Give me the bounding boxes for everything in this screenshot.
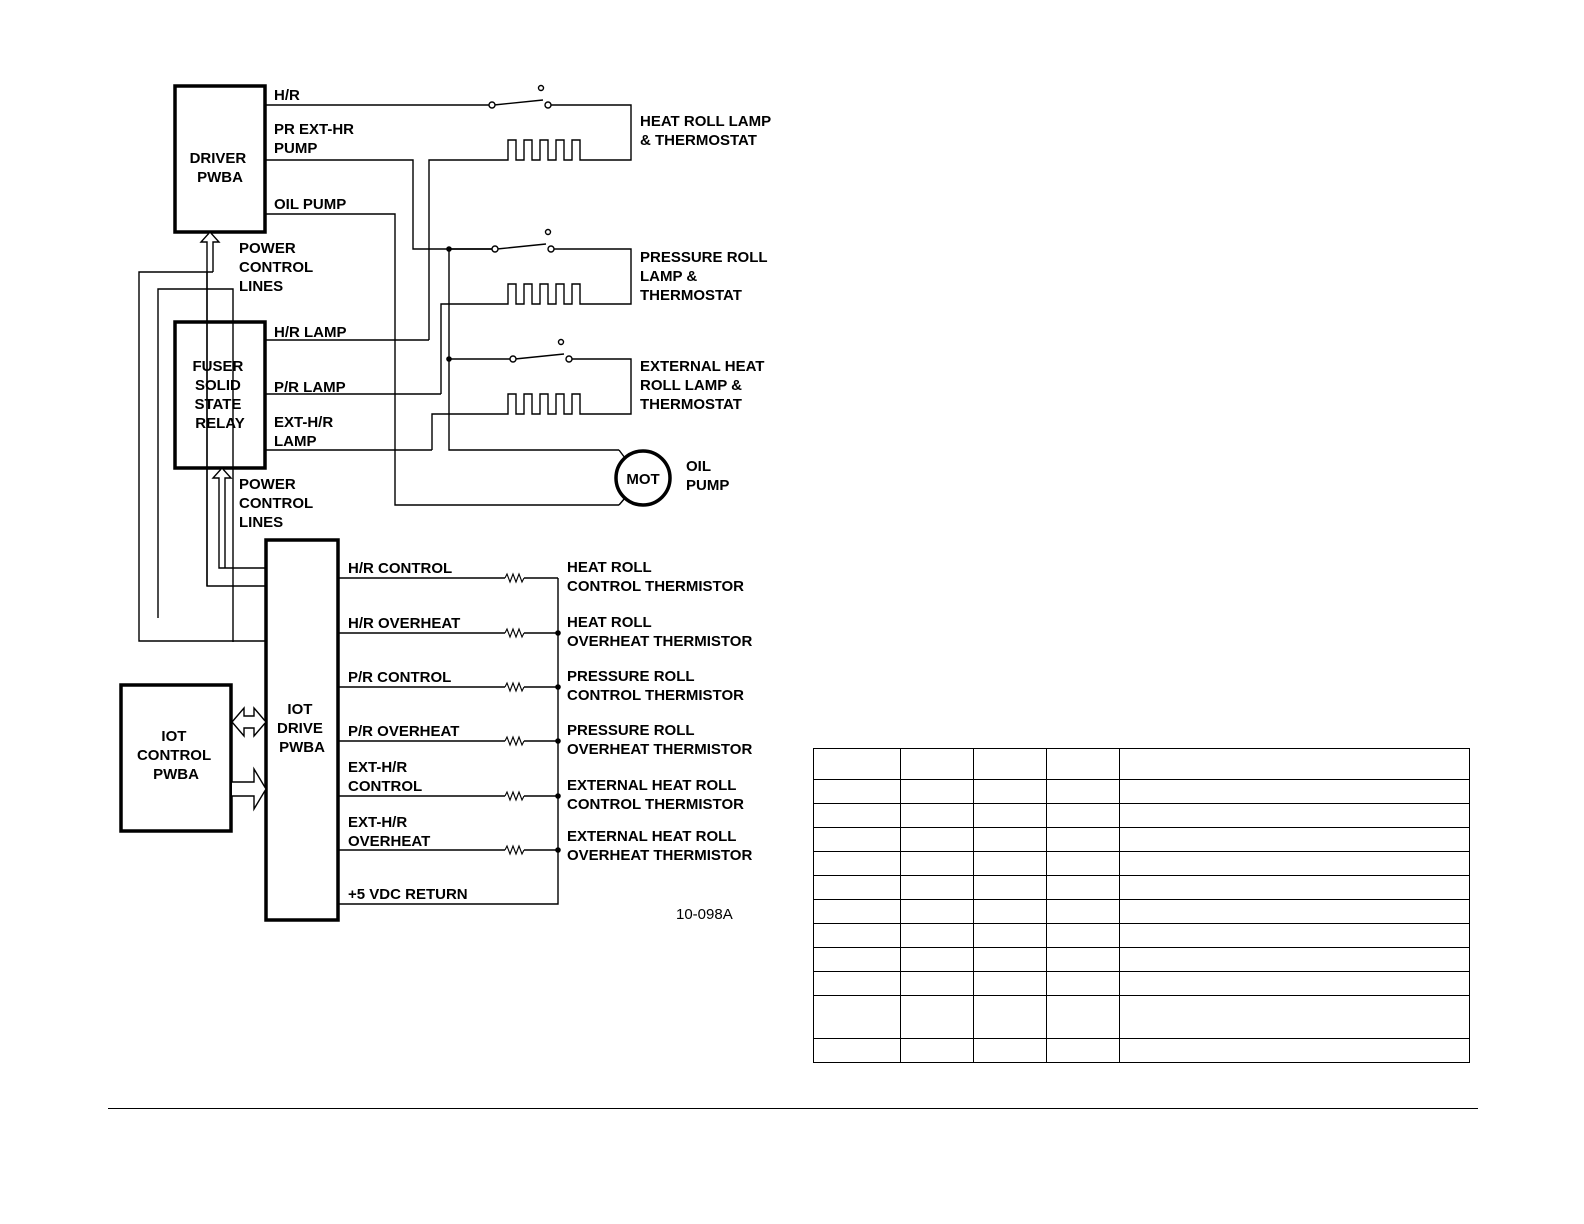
pr-ext-hr-pump-label: PR EXT-HR PUMP bbox=[274, 121, 358, 157]
sensor-line-label-hr-control: H/R CONTROL bbox=[348, 560, 452, 577]
return-line-label: +5 VDC RETURN bbox=[348, 886, 468, 903]
table-row bbox=[813, 995, 1470, 1039]
hr-wire bbox=[265, 104, 632, 161]
sensor-line-label-pr-control: P/R CONTROL bbox=[348, 669, 451, 686]
table-row bbox=[813, 851, 1470, 876]
iot-drive-pwba-label: IOT DRIVE PWBA bbox=[277, 701, 327, 756]
thermistor-label-ext-hr-overheat: EXTERNAL HEAT ROLL OVERHEAT THERMISTOR bbox=[567, 828, 752, 864]
external-heat-roll-heater bbox=[501, 393, 593, 415]
hr-lamp-label: H/R LAMP bbox=[274, 324, 347, 341]
motor-label: MOT bbox=[626, 471, 659, 488]
thermistor-label-pr-overheat: PRESSURE ROLL OVERHEAT THERMISTOR bbox=[567, 722, 752, 758]
oil-pump-wire bbox=[265, 213, 619, 506]
sensor-wires bbox=[338, 573, 561, 905]
sensor-line-label-pr-overheat: P/R OVERHEAT bbox=[348, 723, 459, 740]
heat-roll-load-label: HEAT ROLL LAMP & THERMOSTAT bbox=[640, 113, 775, 149]
table-row bbox=[813, 803, 1470, 828]
thermistor-label-hr-overheat: HEAT ROLL OVERHEAT THERMISTOR bbox=[567, 614, 752, 650]
heat-roll-lamp-heater bbox=[501, 139, 593, 161]
thermistor-label-ext-hr-control: EXTERNAL HEAT ROLL CONTROL THERMISTOR bbox=[567, 777, 744, 813]
pressure-roll-heater bbox=[501, 283, 593, 305]
bidirectional-bus-arrow bbox=[231, 706, 267, 738]
fuser-ssr-box bbox=[173, 320, 267, 470]
power-control-arrow-driver bbox=[200, 231, 220, 273]
figure-id: 10-098A bbox=[676, 906, 733, 923]
table-row bbox=[813, 1038, 1470, 1063]
oil-pump-output-label: OIL PUMP bbox=[274, 196, 346, 213]
sensor-line-label-hr-overheat: H/R OVERHEAT bbox=[348, 615, 460, 632]
table-row bbox=[813, 875, 1470, 900]
power-control-lines-label-2: POWER CONTROL LINES bbox=[239, 476, 317, 531]
pressure-roll-load-label: PRESSURE ROLL LAMP & THERMOSTAT bbox=[640, 249, 771, 304]
blank-table bbox=[813, 748, 1470, 1063]
table-row bbox=[813, 779, 1470, 804]
sensor-line-label-ext-hr-control: EXT-H/R CONTROL bbox=[348, 759, 422, 795]
thermistor-label-pr-control: PRESSURE ROLL CONTROL THERMISTOR bbox=[567, 668, 744, 704]
control-bus-arrow bbox=[232, 766, 267, 812]
oil-pump-motor bbox=[614, 449, 672, 507]
driver-pwba-label: DRIVER PWBA bbox=[190, 150, 251, 186]
table-row bbox=[813, 947, 1470, 972]
external-heat-roll-load-label: EXTERNAL HEAT ROLL LAMP & THERMOSTAT bbox=[640, 358, 769, 413]
table-row bbox=[813, 827, 1470, 852]
iot-control-pwba-label: IOT CONTROL PWBA bbox=[137, 728, 215, 783]
thermistor-label-hr-control: HEAT ROLL CONTROL THERMISTOR bbox=[567, 559, 744, 595]
power-control-lines-label-1: POWER CONTROL LINES bbox=[239, 240, 317, 295]
table-row bbox=[813, 971, 1470, 996]
hr-label: H/R bbox=[274, 87, 300, 104]
power-control-arrow-relay bbox=[212, 467, 232, 509]
table-row bbox=[813, 923, 1470, 948]
iot-control-pwba-box bbox=[119, 683, 233, 833]
ext-hr-lamp-label: EXT-H/R LAMP bbox=[274, 414, 337, 450]
table-row bbox=[813, 748, 1470, 780]
sensor-line-label-ext-hr-overheat: EXT-H/R OVERHEAT bbox=[348, 814, 430, 850]
hr-switch bbox=[493, 99, 544, 106]
oil-pump-load-label: OIL PUMP bbox=[686, 458, 729, 494]
iot-drive-pwba-box bbox=[264, 538, 340, 922]
footer-rule bbox=[108, 1108, 1478, 1109]
driver-pwba-box bbox=[173, 84, 267, 234]
pr-lamp-label: P/R LAMP bbox=[274, 379, 346, 396]
table-row bbox=[813, 899, 1470, 924]
